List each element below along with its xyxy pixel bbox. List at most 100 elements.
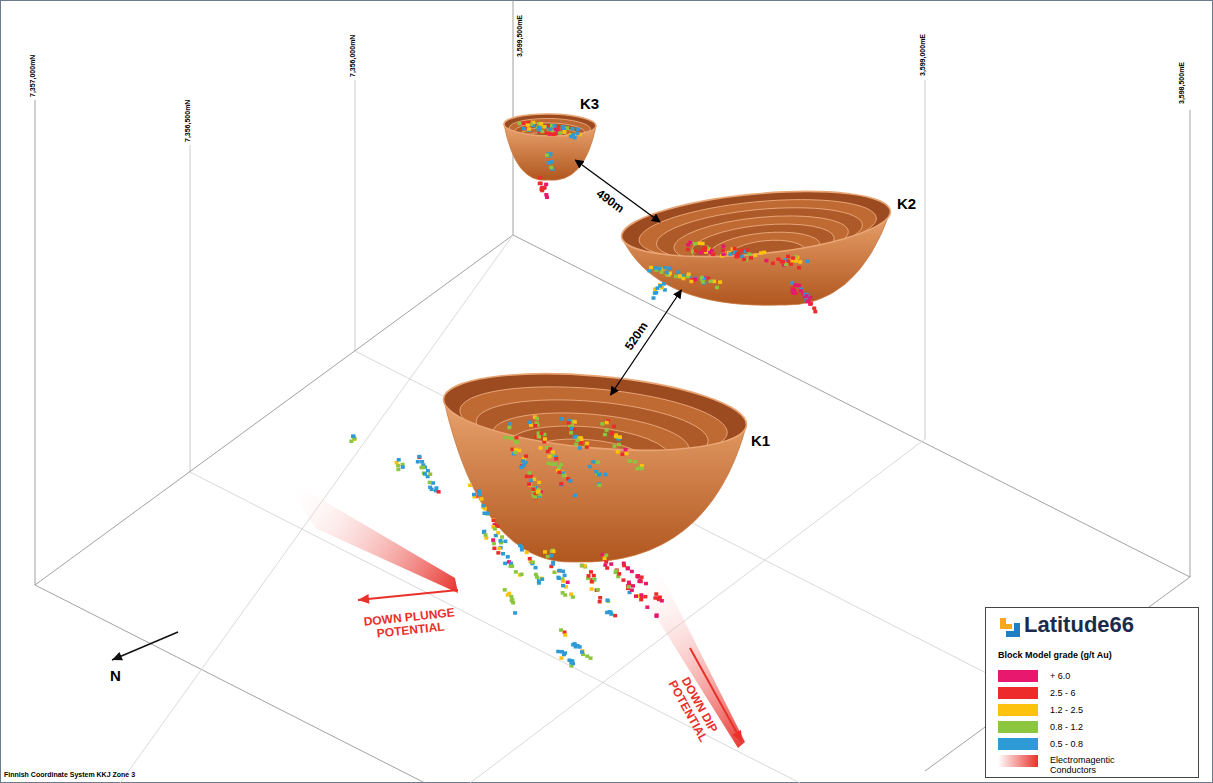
grade-block (566, 477, 570, 481)
grade-block (605, 611, 609, 615)
grade-block (786, 259, 790, 263)
grade-block (527, 128, 531, 132)
legend-row: Electromagentic Conductors (998, 755, 1188, 771)
grade-block (416, 460, 420, 464)
grade-block (603, 563, 607, 567)
grade-block (503, 562, 507, 566)
grade-block (571, 595, 575, 599)
grade-block (562, 128, 566, 132)
conductor-wedge (285, 478, 458, 593)
grade-block (422, 471, 426, 475)
grade-block (468, 484, 472, 488)
grade-block (551, 133, 555, 137)
grade-block (604, 560, 608, 564)
grade-block (667, 273, 671, 277)
legend-row: 0.8 - 1.2 (998, 721, 1188, 737)
grade-block (575, 438, 579, 442)
grade-block (528, 421, 532, 425)
grade-block (783, 261, 787, 265)
grade-block (628, 591, 632, 595)
pit-bench (725, 237, 808, 274)
grade-block (780, 260, 784, 264)
grade-block (430, 488, 434, 492)
grade-block (710, 249, 714, 253)
grade-block (538, 481, 542, 485)
grade-block (590, 578, 594, 582)
pit-benches (636, 190, 879, 273)
logo-icon (997, 617, 1021, 641)
grade-block (551, 562, 555, 566)
grade-block (538, 127, 542, 131)
grade-block (539, 122, 543, 126)
grade-block (573, 642, 577, 646)
grade-block (514, 436, 518, 440)
grade-block (544, 183, 548, 187)
grade-block (538, 495, 542, 499)
pit-outline: K3 (515, 120, 580, 160)
grade-block (550, 129, 554, 133)
grade-block (794, 255, 798, 259)
grade-block (616, 575, 620, 579)
grade-block (743, 250, 747, 254)
grade-block (540, 577, 544, 581)
grade-block (549, 554, 553, 558)
pit-bench (509, 118, 591, 140)
grade-block (617, 443, 621, 447)
grade-block (561, 570, 565, 574)
grade-block (537, 581, 541, 585)
grade-block (798, 260, 802, 264)
grade-block (431, 481, 435, 485)
grade-block (733, 251, 737, 255)
grade-block (527, 482, 531, 486)
grade-block (794, 292, 798, 296)
grade-block (349, 440, 353, 444)
grade-block (639, 580, 643, 584)
grade-block (482, 512, 486, 515)
grid-line (355, 80, 356, 351)
grade-block (576, 644, 580, 648)
logo-text: Latitude66 (1024, 613, 1134, 638)
grade-block (581, 653, 585, 657)
grade-block (552, 124, 556, 128)
grade-block (556, 469, 560, 473)
grade-block (579, 436, 583, 440)
grade-block (437, 490, 441, 494)
grade-block (534, 496, 538, 500)
grade-block (514, 441, 518, 445)
grid-line (1190, 110, 1191, 577)
grade-block (557, 569, 561, 573)
grade-block (597, 484, 601, 488)
grade-block (539, 131, 543, 135)
grade-block (597, 473, 601, 477)
grid-line (190, 145, 191, 472)
grade-block (491, 525, 495, 529)
legend-title: Block Model grade (g/t Au) (998, 650, 1112, 660)
grade-block (694, 249, 698, 253)
grade-block (513, 611, 517, 615)
legend-swatch (998, 670, 1038, 682)
grade-block (561, 125, 565, 128)
grade-block (481, 504, 485, 508)
legend-swatch (998, 755, 1038, 767)
grade-block (621, 452, 625, 456)
grade-block (792, 291, 796, 295)
grade-block (529, 423, 533, 427)
coordinate-note: Finnish Coordinate System KKJ Zone 3 (4, 771, 135, 779)
grade-block (560, 471, 564, 475)
grade-block (538, 176, 542, 180)
grade-block (550, 462, 554, 466)
grade-block (776, 257, 780, 261)
grade-block (545, 126, 549, 130)
grade-block (537, 435, 541, 439)
legend-row: + 6.0 (998, 670, 1188, 686)
grade-block (658, 283, 662, 287)
grade-block (561, 579, 565, 583)
grade-block (537, 126, 541, 130)
grade-block (528, 483, 532, 487)
grade-block (797, 284, 801, 288)
grade-block (658, 595, 662, 599)
grade-block (747, 252, 751, 256)
grade-block (533, 495, 537, 499)
